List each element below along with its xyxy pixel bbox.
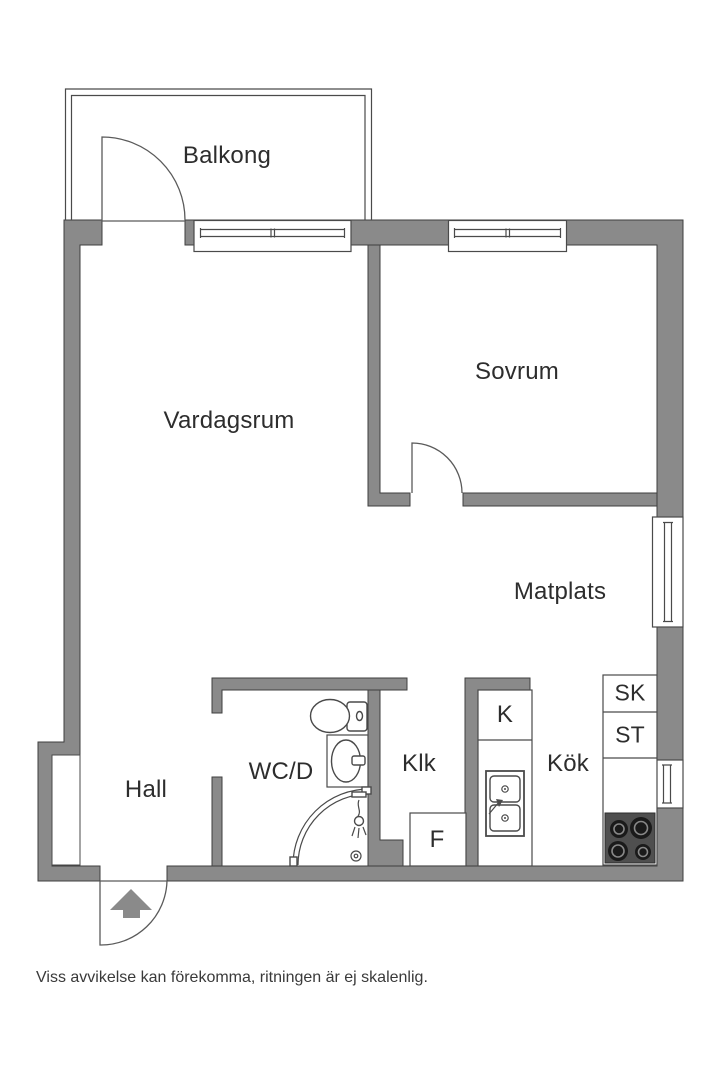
wall-wc-right	[367, 688, 404, 869]
walls-layer	[37, 219, 684, 882]
toilet-icon	[309, 698, 368, 734]
room-label-bathroom: WC/D	[248, 758, 314, 785]
washbasin-icon	[326, 734, 369, 788]
balcony-door-arc	[101, 136, 186, 222]
freezer-cabinet	[409, 812, 467, 867]
room-label-bedroom: Sovrum	[475, 358, 559, 385]
kitchen-sink-icon	[485, 770, 525, 837]
entry-direction-arrow-icon	[110, 889, 152, 918]
entrance-door-arc	[99, 880, 168, 946]
room-label-living-room: Vardagsrum	[163, 407, 295, 434]
window-dining	[651, 516, 684, 628]
room-label-hall: Hall	[124, 776, 168, 803]
stove-icon	[604, 812, 656, 864]
wall-exterior-left	[37, 219, 103, 882]
bedroom-door-arc	[411, 442, 463, 494]
unit-label-cabinet-st: ST	[615, 721, 645, 748]
wall-wc-top	[211, 677, 408, 714]
wall-bedroom-bottom	[462, 492, 661, 507]
unit-label-cabinet-sk: SK	[614, 679, 646, 706]
room-label-kitchen: Kök	[547, 750, 589, 777]
wall-bedroom-partition	[367, 242, 411, 507]
shower-icon	[289, 786, 372, 867]
window-kitchen	[652, 759, 684, 809]
room-label-closet: Klk	[402, 750, 436, 777]
hall-wall-recess	[51, 754, 81, 866]
unit-label-freezer: F	[429, 826, 445, 853]
disclaimer-text: Viss avvikelse kan förekomma, ritningen …	[36, 969, 428, 986]
window-bedroom	[447, 219, 568, 253]
room-label-balcony: Balkong	[182, 142, 272, 169]
wall-wc-left-lower	[211, 776, 223, 869]
window-living-room	[193, 219, 352, 253]
balcony-railing	[64, 88, 373, 220]
room-label-dining: Matplats	[513, 578, 607, 605]
unit-label-fridge: K	[496, 701, 514, 728]
